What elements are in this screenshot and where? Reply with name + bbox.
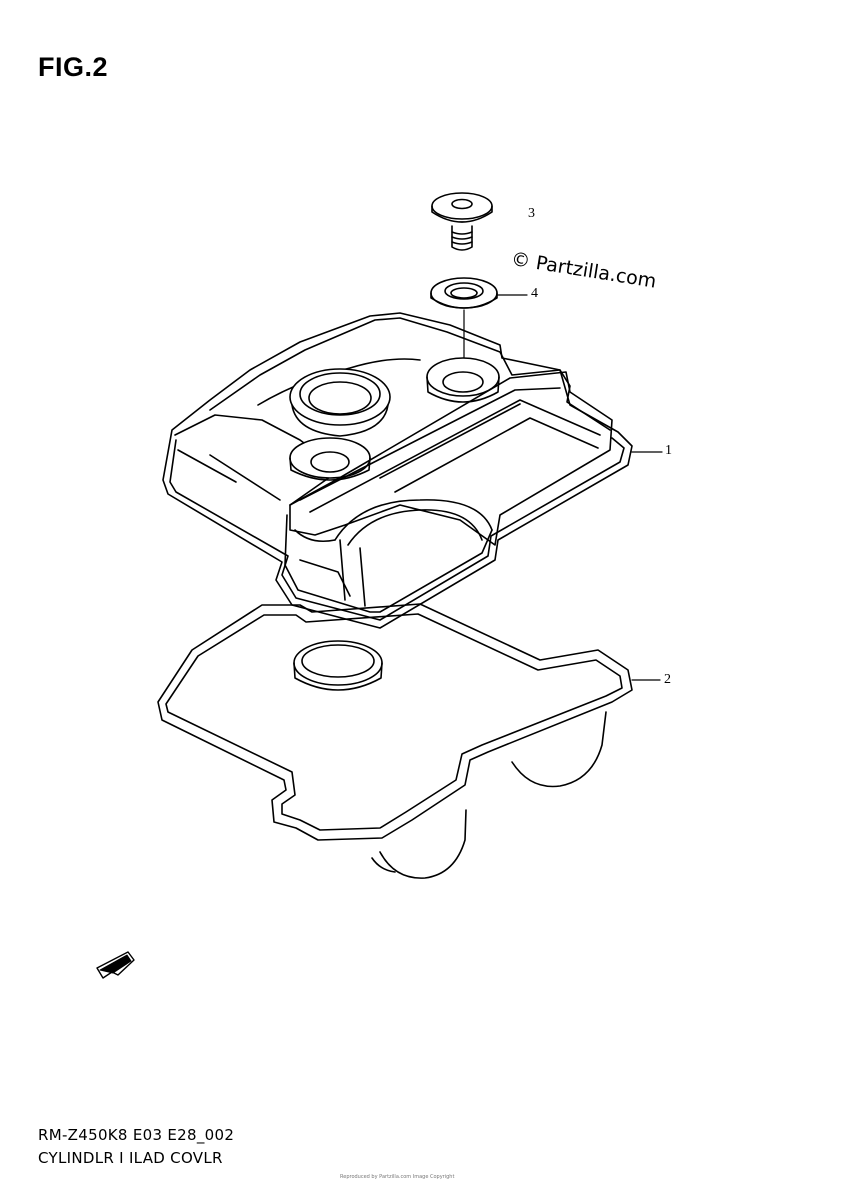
callout-4: 4	[531, 286, 538, 301]
callout-3: 3	[528, 206, 535, 221]
drawing-caption: CYLINDLR I ILAD COVLR	[38, 1149, 223, 1167]
leader-lines	[464, 295, 662, 680]
cylinder-head-cover-part-1	[163, 313, 632, 628]
grommet-part-4	[431, 278, 497, 308]
callout-2: 2	[664, 672, 671, 687]
callout-1: 1	[665, 443, 672, 458]
drawing-code: RM-Z450K8 E03 E28_002	[38, 1126, 235, 1144]
gasket-part-2	[158, 604, 632, 878]
bolt-part-3	[432, 193, 492, 250]
forward-arrow-icon	[97, 952, 134, 978]
fine-print: Reproduced by Partzilla.com Image Copyri…	[340, 1174, 455, 1180]
figure-title: FIG.2	[38, 52, 109, 82]
